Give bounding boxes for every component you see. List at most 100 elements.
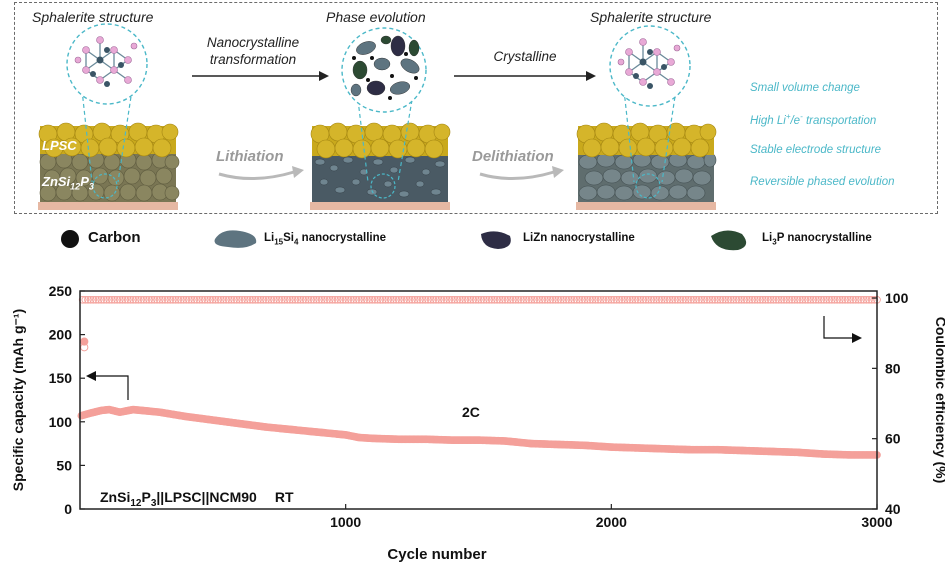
efficiency-point <box>94 295 103 304</box>
efficiency-point <box>604 295 613 304</box>
efficiency-point <box>495 295 504 304</box>
efficiency-point <box>790 295 799 304</box>
efficiency-point <box>142 295 151 304</box>
y-right-tick-label: 60 <box>885 431 901 447</box>
legend-swatches <box>61 230 747 251</box>
efficiency-point <box>474 295 483 304</box>
efficiency-point <box>493 295 501 304</box>
legend-carbon-icon <box>61 230 79 248</box>
efficiency-point <box>676 295 685 304</box>
efficiency-point <box>105 295 114 304</box>
efficiency-point <box>464 295 472 304</box>
efficiency-point <box>748 295 756 304</box>
efficiency-point <box>859 295 868 304</box>
efficiency-point <box>663 295 671 304</box>
efficiency-point <box>594 295 602 304</box>
efficiency-point <box>769 295 778 304</box>
stage3-title: Sphalerite structure <box>590 9 712 25</box>
efficiency-point <box>564 295 573 304</box>
efficiency-point <box>384 295 393 304</box>
efficiency-point <box>129 295 137 304</box>
efficiency-point <box>466 295 475 304</box>
x-axis-title: Cycle number <box>387 546 486 563</box>
efficiency-point <box>509 295 517 304</box>
efficiency-point <box>838 295 847 304</box>
efficiency-point <box>450 295 459 304</box>
efficiency-point <box>673 295 682 304</box>
schematic-panel <box>14 2 938 214</box>
efficiency-point <box>371 295 379 304</box>
efficiency-point <box>711 295 719 304</box>
efficiency-point <box>315 295 323 304</box>
efficiency-point <box>490 295 499 304</box>
efficiency-point <box>732 295 741 304</box>
efficiency-point <box>145 295 153 304</box>
efficiency-point <box>115 295 124 304</box>
efficiency-point <box>830 295 839 304</box>
efficiency-point <box>323 295 331 304</box>
efficiency-point <box>379 295 387 304</box>
efficiency-point <box>724 295 733 304</box>
efficiency-point <box>397 295 406 304</box>
efficiency-point <box>721 295 730 304</box>
efficiency-point <box>336 295 345 304</box>
y-right-tick-label: 80 <box>885 360 901 376</box>
legend-li15si4-b: 15 <box>274 237 284 247</box>
delithiation-curve <box>479 170 555 181</box>
efficiency-point <box>248 295 257 304</box>
feature-2: High Li+/e- transportation <box>750 112 876 127</box>
efficiency-point <box>445 295 454 304</box>
efficiency-point <box>485 295 493 304</box>
efficiency-point <box>551 295 560 304</box>
y-left-tick-label: 150 <box>49 370 73 386</box>
crystal-zoom-2 <box>609 25 691 107</box>
x-tick-label: 3000 <box>861 514 892 530</box>
efficiency-point <box>413 295 422 304</box>
efficiency-point <box>442 295 451 304</box>
efficiency-point <box>153 295 161 304</box>
efficiency-point <box>147 295 156 304</box>
efficiency-point <box>681 295 690 304</box>
efficiency-point <box>689 295 698 304</box>
efficiency-point <box>665 295 674 304</box>
rate-annotation: 2C <box>462 404 480 420</box>
legend-li15si4-e: nanocrystalline <box>298 232 387 244</box>
efficiency-point <box>307 295 315 304</box>
efficiency-point <box>642 295 650 304</box>
efficiency-point <box>123 295 132 304</box>
efficiency-point <box>586 295 594 304</box>
efficiency-point <box>469 295 478 304</box>
layer-formula-a: ZnSi <box>42 174 71 189</box>
efficiency-point <box>161 295 169 304</box>
efficiency-point <box>660 295 669 304</box>
efficiency-point <box>224 295 233 304</box>
efficiency-point <box>679 295 687 304</box>
efficiency-point <box>333 295 342 304</box>
efficiency-point <box>386 295 395 304</box>
plot-frame <box>79 290 878 510</box>
efficiency-point <box>339 295 347 304</box>
efficiency-point <box>208 295 217 304</box>
efficiency-point <box>365 295 374 304</box>
efficiency-point <box>780 295 788 304</box>
efficiency-point <box>240 295 249 304</box>
efficiency-point <box>381 295 390 304</box>
cell-label-b: 12 <box>130 498 142 509</box>
efficiency-point <box>198 295 207 304</box>
efficiency-point <box>487 295 496 304</box>
efficiency-point <box>222 295 230 304</box>
arrow1-label-line1: Nanocrystalline <box>206 35 300 50</box>
efficiency-point <box>756 295 764 304</box>
efficiency-point <box>740 295 749 304</box>
efficiency-point <box>782 295 791 304</box>
efficiency-point <box>835 295 844 304</box>
arrow2-head <box>586 71 596 81</box>
efficiency-point <box>761 295 770 304</box>
efficiency-point <box>562 295 571 304</box>
efficiency-point <box>179 295 188 304</box>
efficiency-point <box>857 295 865 304</box>
efficiency-point <box>841 295 849 304</box>
efficiency-point <box>357 295 366 304</box>
efficiency-point <box>317 295 326 304</box>
